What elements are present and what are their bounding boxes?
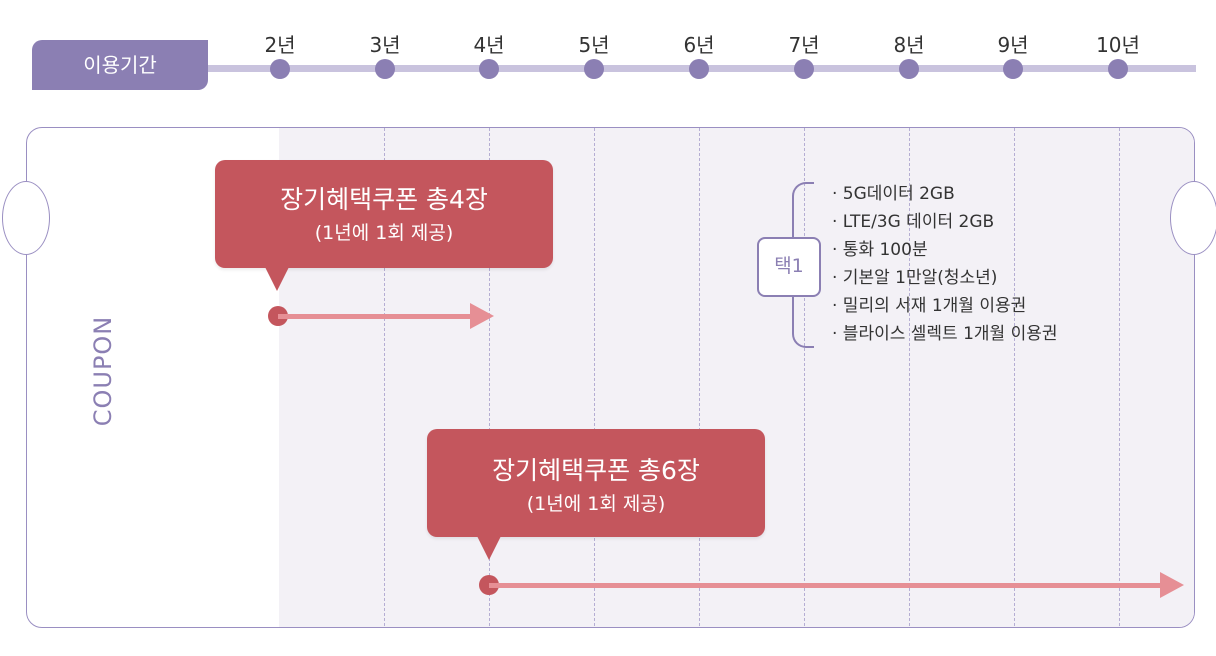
year-dot-3 (375, 59, 395, 79)
option-call: · 통화 100분 (832, 240, 928, 260)
choice-bracket-bottom (792, 266, 814, 348)
year-label-2: 2년 (264, 33, 296, 57)
year-guide-9 (1014, 128, 1015, 626)
usage-period-label: 이용기간 (32, 40, 208, 90)
year-guide-3 (384, 128, 385, 626)
year-label-9: 9년 (997, 33, 1029, 57)
year-dot-7 (794, 59, 814, 79)
year-guide-7 (804, 128, 805, 626)
year-guide-4 (489, 128, 490, 626)
year-guide-6 (699, 128, 700, 626)
callout-4-tail (265, 267, 289, 291)
year-guide-8 (909, 128, 910, 626)
callout-4-subtitle: (1년에 1회 제공) (314, 222, 454, 244)
choose-one-badge: 택1 (757, 237, 821, 297)
coupon-6-arrow-line (489, 583, 1163, 588)
coupon-4-arrow-line (278, 314, 472, 319)
year-dot-4 (479, 59, 499, 79)
year-guide-5 (594, 128, 595, 626)
choice-bracket-top (792, 182, 814, 266)
year-label-4: 4년 (473, 33, 505, 57)
option-millie: · 밀리의 서재 1개월 이용권 (832, 296, 1027, 316)
year-dot-6 (689, 59, 709, 79)
callout-6-subtitle: (1년에 1회 제공) (526, 493, 666, 515)
callout-6-coupons: 장기혜택쿠폰 총6장 (1년에 1회 제공) (427, 429, 765, 537)
callout-4-title: 장기혜택쿠폰 총4장 (280, 185, 488, 214)
coupon-label: COUPON (89, 315, 117, 427)
ticket-notch-left (2, 181, 50, 255)
year-dot-5 (584, 59, 604, 79)
year-label-7: 7년 (788, 33, 820, 57)
option-5g-data: · 5G데이터 2GB (832, 184, 955, 204)
year-dot-9 (1003, 59, 1023, 79)
year-dot-8 (899, 59, 919, 79)
callout-4-coupons: 장기혜택쿠폰 총4장 (1년에 1회 제공) (215, 160, 553, 268)
year-dot-10 (1108, 59, 1128, 79)
coupon-6-arrow-head (1160, 572, 1184, 598)
option-basic-al: · 기본알 1만알(청소년) (832, 268, 998, 288)
coupon-4-arrow-head (470, 303, 494, 329)
year-label-6: 6년 (683, 33, 715, 57)
callout-6-title: 장기혜택쿠폰 총6장 (492, 456, 700, 485)
year-label-5: 5년 (578, 33, 610, 57)
year-label-8: 8년 (893, 33, 925, 57)
option-blice: · 블라이스 셀렉트 1개월 이용권 (832, 324, 1058, 344)
ticket-notch-right (1170, 181, 1216, 255)
year-guide-10 (1119, 128, 1120, 626)
year-label-10: 10년 (1096, 33, 1140, 57)
year-dot-2 (270, 59, 290, 79)
coupon-ticket (26, 127, 1195, 628)
year-label-3: 3년 (369, 33, 401, 57)
callout-6-tail (477, 536, 501, 560)
option-lte-data: · LTE/3G 데이터 2GB (832, 212, 995, 232)
